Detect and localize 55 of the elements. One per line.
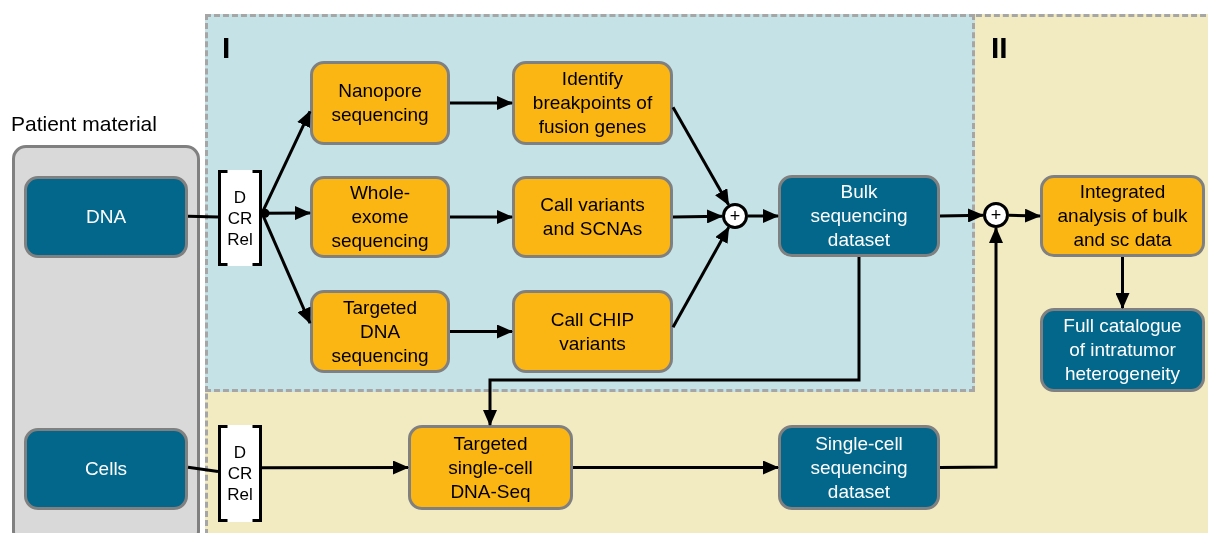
phase-region — [205, 14, 975, 392]
timepoint-label: D CR Rel — [226, 186, 254, 250]
box-label: Whole-exome sequencing — [330, 181, 430, 253]
data-box — [778, 425, 940, 510]
box-label: Nanopore sequencing — [330, 79, 430, 127]
arrow — [940, 227, 1003, 469]
box-label: DNA — [85, 205, 127, 229]
arrow — [262, 460, 409, 475]
panel-heading: Patient material — [11, 112, 157, 136]
arrow — [450, 96, 513, 110]
process-box — [512, 176, 673, 258]
process-box — [408, 425, 573, 510]
phase-region — [205, 14, 1208, 533]
process-box — [310, 176, 450, 258]
data-box — [24, 428, 188, 510]
process-box — [310, 290, 450, 373]
box-label: Cells — [84, 457, 128, 481]
phase-numeral: II — [991, 33, 1008, 63]
process-box — [310, 61, 450, 145]
arrow — [1115, 257, 1130, 309]
box-label: Identify breakpoints of fusion genes — [531, 67, 654, 139]
box-label: Call CHIP variants — [549, 307, 636, 356]
connector-line — [187, 465, 219, 474]
data-box — [24, 176, 188, 258]
combine-circle — [722, 203, 748, 229]
arrow — [672, 209, 723, 224]
plus-sign: + — [729, 207, 741, 225]
arrow — [939, 208, 984, 223]
plus-sign: + — [990, 206, 1002, 224]
sample-bracket — [218, 425, 262, 522]
connector-line — [187, 214, 219, 219]
arrow — [671, 226, 730, 329]
combine-circle — [983, 202, 1009, 228]
arrow — [748, 209, 779, 223]
box-label: Integrated analysis of bulk and sc data — [1057, 180, 1188, 252]
box-label: Call variants and SCNAs — [539, 193, 646, 241]
arrow — [483, 257, 861, 426]
sample-bracket — [218, 170, 262, 266]
arrow — [1008, 208, 1041, 223]
box-label: Targeted DNA sequencing — [330, 295, 430, 368]
box-label: Full catalogue of intratumor heterogeneity — [1062, 314, 1183, 386]
process-box — [512, 290, 673, 373]
data-box — [1040, 308, 1205, 392]
process-box — [512, 61, 673, 145]
process-box — [1040, 175, 1205, 257]
phase-numeral: I — [222, 33, 231, 63]
arrow — [671, 106, 730, 206]
timepoint-label: D CR Rel — [226, 442, 254, 505]
data-box — [778, 175, 940, 257]
box-label: Targeted single-cell DNA-Seq — [447, 431, 534, 504]
arrow — [450, 210, 513, 224]
arrow — [450, 324, 513, 339]
arrow — [573, 460, 779, 475]
box-label: Single-cell sequencing dataset — [809, 431, 909, 504]
box-label: Bulk sequencing dataset — [809, 180, 909, 252]
